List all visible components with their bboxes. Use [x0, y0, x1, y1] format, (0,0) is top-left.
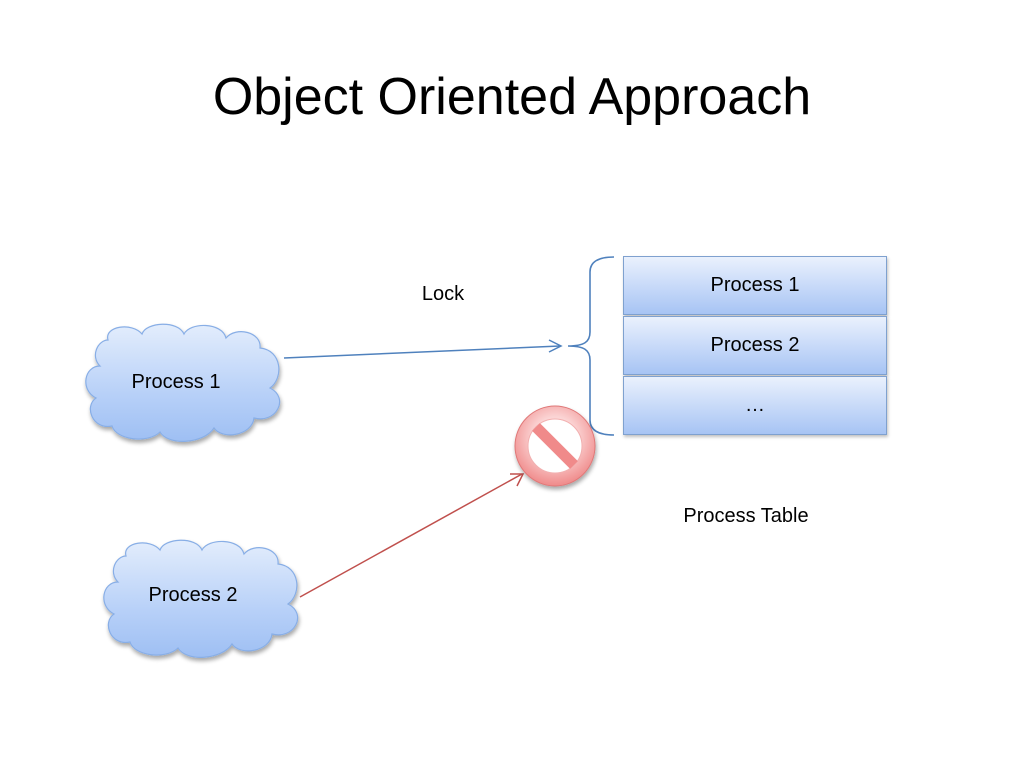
- cloud-2-label: Process 2: [148, 584, 238, 606]
- process-table-row: Process 1: [623, 256, 887, 315]
- cloud-1-label: Process 1: [131, 371, 221, 393]
- process-table-caption: Process Table: [683, 505, 809, 527]
- cloud-process-2: [103, 539, 299, 658]
- blocked-arrow: [299, 473, 525, 598]
- lock-arrow: [283, 339, 563, 359]
- process-table-row: …: [623, 376, 887, 435]
- slide-title: Object Oriented Approach: [212, 68, 812, 126]
- no-entry-icon: [514, 405, 596, 487]
- process-table-row: Process 2: [623, 316, 887, 375]
- process-table-brace: [567, 256, 615, 436]
- cloud-process-1: [85, 323, 281, 442]
- lock-label: Lock: [421, 283, 465, 305]
